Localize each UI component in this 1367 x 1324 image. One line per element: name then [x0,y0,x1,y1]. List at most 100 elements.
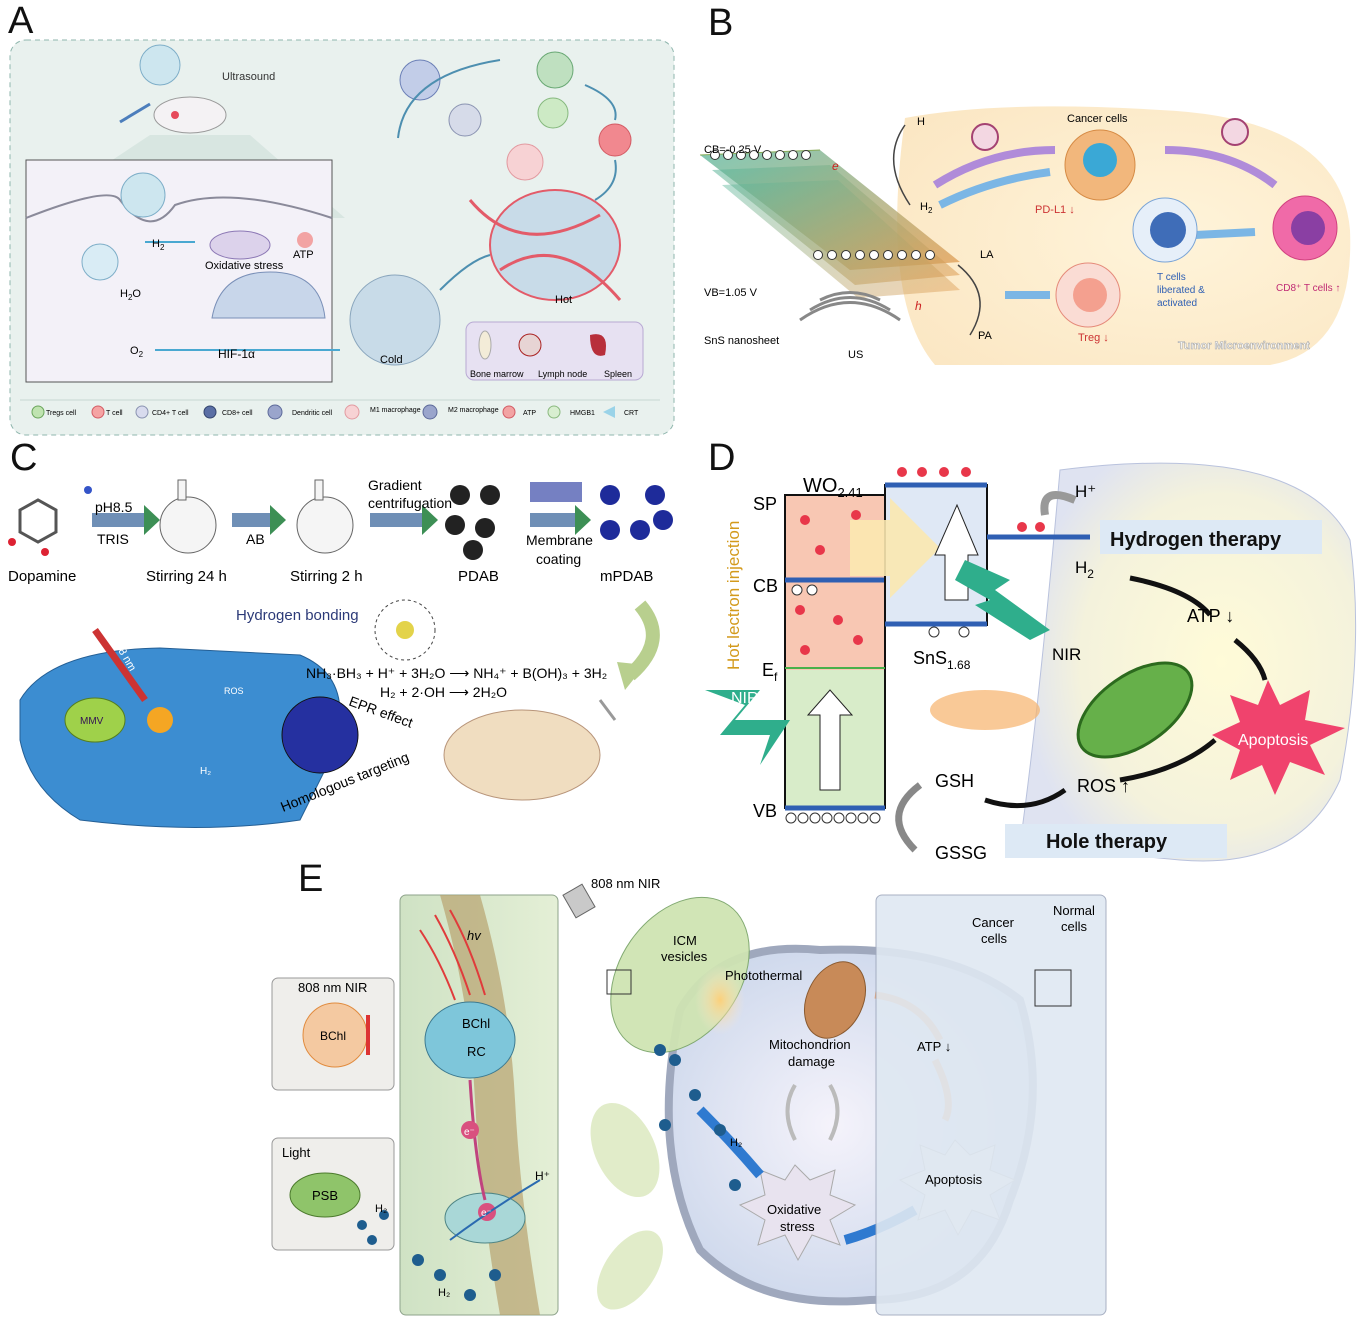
e-mito-label: Mitochondrion [769,1037,851,1052]
h-curve-arrow [1040,491,1077,516]
e-rc-label: RC [467,1044,486,1059]
d-vb-label: VB [753,801,777,821]
tumor-cell-icon [19,647,341,828]
b-tme-label: Tumor Microenvironment [1178,340,1310,352]
svg-text:T cell: T cell [106,410,123,417]
e-photothermal-label: Photothermal [725,968,802,983]
d-ros-label: ROS ↑ [1077,776,1130,796]
b-h-label: h [915,299,922,313]
la-to-pa-arrow [957,264,981,336]
cycle-arrow-2 [584,84,617,121]
e-atp-label: ATP ↓ [917,1039,951,1054]
flask-2-neck [314,479,324,501]
c-hbond-label: Hydrogen bonding [236,607,359,624]
proton-arrow [449,1179,541,1241]
blood-vessel-icon [468,199,622,301]
spleen-icon [590,334,606,356]
lymph-node-icon [518,333,542,357]
svg-text:Tregs cell: Tregs cell [46,410,77,417]
b-e-label: e [832,159,839,173]
panel-letter-b: B [708,2,734,44]
a-h2o-label: H2O [120,288,141,302]
a-organ-spleen: Spleen [604,369,632,379]
tcell-to-cd8-arrow [1194,228,1256,239]
svg-text:CD4+ T cell: CD4+ T cell [152,410,189,417]
wo-electrons [795,510,863,655]
b-nanosheet-label: SnS nanosheet [704,335,779,347]
bchl-rc-complex-icon [424,1001,516,1079]
arrow-ph [92,513,144,527]
e-cells2-label: cells [1061,919,1088,934]
svg-text:ATP: ATP [523,410,536,417]
psb-bacterium-icon [289,1172,361,1218]
a-cold-label: Cold [380,354,403,366]
skull-icon-left [971,123,999,151]
laser-head-icon [562,883,596,919]
e-hplus-label: H⁺ [535,1169,550,1183]
antigen-icon [536,51,574,89]
e-e2-label: e⁻ [481,1208,492,1219]
b-la-label: LA [980,249,994,261]
a-legend: Tregs cell T cell CD4+ T cell CD8+ cell … [31,404,639,420]
cycle-arrow-3 [594,159,617,201]
svg-text:CRT: CRT [624,410,639,417]
c-coating-label: coating [536,551,581,567]
d-gsh-label: GSH [935,771,974,791]
bone-marrow-icon [478,330,492,360]
b-tcells-label: T cells [1157,272,1186,283]
d-sns-label: SnS1.68 [913,648,971,672]
panel-b [699,106,1351,365]
b-h2-label: H2 [920,201,933,215]
ab-molecule-icon [396,621,414,639]
d-nir-right-label: NIR [1052,645,1081,664]
d-apoptosis-label: Apoptosis [1238,732,1308,749]
gsh-to-ros-arrow [984,787,1067,809]
b-cancer-label: Cancer cells [1067,113,1128,125]
b-us-label: US [848,349,863,361]
cold-hot-arrow [439,254,491,291]
d-nir-left-label: NIR [731,690,759,707]
e-damage-label: damage [788,1054,835,1069]
cycle-arrows-e [785,1083,840,1141]
nanoparticle-cluster [120,172,166,218]
e-h2-cell-label: H₂ [730,1137,742,1149]
mpdab-particle-large-icon [281,696,359,774]
mouse-icon [153,96,227,134]
arrow-ab [232,513,270,527]
tissue-panel [875,894,1107,1316]
b-hplus-label: H [917,116,925,128]
b-treg-label: Treg ↓ [1078,332,1109,344]
vesicle-icon-2 [590,1102,660,1198]
zoom-box-icon-2 [606,969,632,995]
oh-atom-icon-2 [41,548,49,556]
cd8-nucleus-icon [1291,211,1325,245]
wo-up-arrow [806,689,854,791]
b-pdl1-label: PD-L1 ↓ [1035,204,1075,216]
h2-bubbles-main [412,1044,741,1301]
ultrasound-waves-icon [799,291,901,322]
treg-nucleus-icon [1073,278,1107,312]
h2-bubbles-inset [357,1210,389,1245]
b-activated-label: activated [1157,298,1197,309]
c-ab-label: AB [246,531,265,547]
c-h2-label: H₂ [200,766,211,777]
photothermal-glow-icon [695,965,745,1035]
hv-light-waves-icon [419,909,486,1001]
e-h2-psb-label: H₂ [375,1203,387,1215]
holes-row [785,584,970,824]
cell-inset [25,159,333,383]
e-cells1-label: cells [981,931,1008,946]
svg-text:CD8+ cell: CD8+ cell [222,410,253,417]
mmv-organelle-icon [64,697,126,743]
hydrogen-therapy-box [1100,520,1322,554]
c-eq1: NH₃·BH₃ + H⁺ + 3H₂O ⟶ NH₄⁺ + B(OH)₃ + 3H… [306,665,607,681]
c-mmv-label: MMV [80,716,104,727]
e-icm-label: ICM [673,933,697,948]
nanosheet-layer-3 [722,180,960,298]
e-normal-label: Normal [1053,903,1095,918]
panel-letter-e: E [298,858,324,900]
d-hot-label: Hot lectron injection [724,521,743,670]
oxidative-stress-burst [738,1164,857,1262]
e-cancer-label: Cancer [972,915,1015,930]
d-hydrogen-label: Hydrogen therapy [1110,529,1282,551]
